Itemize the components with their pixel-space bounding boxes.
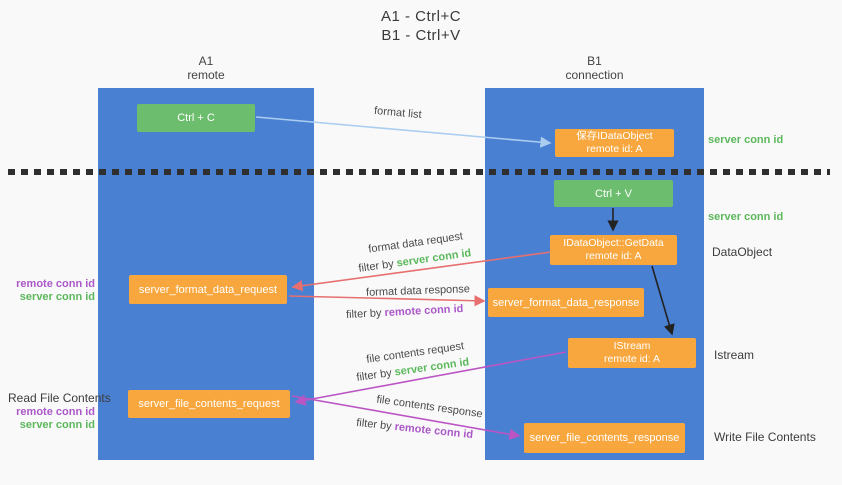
save-idataobject-line2: remote id: A — [586, 143, 643, 155]
save-idataobject-box: 保存IDataObject remote id: A — [555, 129, 674, 157]
istream-side-label: Istream — [714, 348, 755, 362]
istream-line1: IStream — [613, 340, 651, 352]
server-conn-id-label-mid-right: server conn id — [708, 211, 784, 223]
diagram-title: A1 - Ctrl+C B1 - Ctrl+V — [0, 7, 842, 45]
title-line-2: B1 - Ctrl+V — [381, 27, 461, 44]
server-file-contents-response-box: server_file_contents_response — [524, 423, 685, 453]
ctrl-c-label: Ctrl + C — [177, 112, 215, 124]
server-conn-id-label: server conn id — [19, 419, 95, 431]
file-contents-response-label: file contents response — [375, 393, 484, 421]
server-file-contents-response-label: server_file_contents_response — [529, 432, 680, 444]
filter-prefix: filter by — [355, 367, 393, 384]
ctrl-c-box: Ctrl + C — [137, 104, 255, 132]
remote-conn-id-label: remote conn id — [16, 406, 95, 418]
server-file-contents-request-label: server_file_contents_request — [138, 398, 280, 410]
lifeline-b1-header: B1 connection — [485, 54, 704, 82]
server-format-data-response-label: server_format_data_response — [492, 296, 640, 309]
filter-value: remote conn id — [394, 420, 474, 442]
lifeline-b1-name: B1 — [587, 54, 602, 68]
filter-value: remote conn id — [384, 302, 464, 320]
dotted-divider-line — [8, 169, 830, 175]
lifeline-b1-role: connection — [565, 68, 624, 82]
getdata-line1: IDataObject::GetData — [563, 237, 664, 249]
lifeline-a1-header: A1 remote — [98, 54, 314, 82]
ctrl-v-label: Ctrl + V — [595, 187, 632, 200]
getdata-line2: remote id: A — [585, 250, 642, 262]
server-format-data-response-box: server_format_data_response — [488, 288, 644, 317]
server-conn-id-label: server conn id — [19, 291, 95, 303]
read-file-contents-label: Read File Contents — [8, 391, 111, 405]
dataobject-label: DataObject — [712, 245, 773, 259]
filter-value: server conn id — [395, 247, 473, 270]
format-data-response-label: format data response — [365, 283, 471, 299]
filter-prefix: filter by — [345, 307, 382, 322]
save-idataobject-line1: 保存IDataObject — [576, 130, 653, 142]
server-conn-id-label-top-right: server conn id — [708, 134, 784, 146]
lifeline-a1-role: remote — [187, 68, 225, 82]
format-list-label: format list — [373, 104, 423, 122]
server-file-contents-request-box: server_file_contents_request — [128, 390, 290, 418]
lifeline-a1-name: A1 — [198, 54, 214, 68]
istream-box: IStream remote id: A — [568, 338, 696, 368]
remote-conn-id-label: remote conn id — [16, 278, 95, 290]
conn-id-pair-bottom-left: remote conn id server conn id — [8, 406, 95, 432]
filter-prefix: filter by — [355, 416, 393, 433]
istream-line2: remote id: A — [603, 353, 661, 365]
getdata-box: IDataObject::GetData remote id: A — [550, 235, 677, 265]
filter-prefix: filter by — [357, 258, 395, 275]
conn-id-pair-top-left: remote conn id server conn id — [8, 278, 95, 304]
title-line-1: A1 - Ctrl+C — [380, 8, 462, 25]
format-data-response-filter-label: filter by remote conn id — [346, 303, 464, 321]
file-contents-response-filter-label: filter by remote conn id — [356, 417, 474, 441]
ctrl-v-box: Ctrl + V — [554, 180, 673, 207]
write-file-contents-label: Write File Contents — [714, 430, 816, 444]
server-format-data-request-box: server_format_data_request — [129, 275, 287, 304]
server-format-data-request-label: server_format_data_request — [138, 283, 278, 296]
